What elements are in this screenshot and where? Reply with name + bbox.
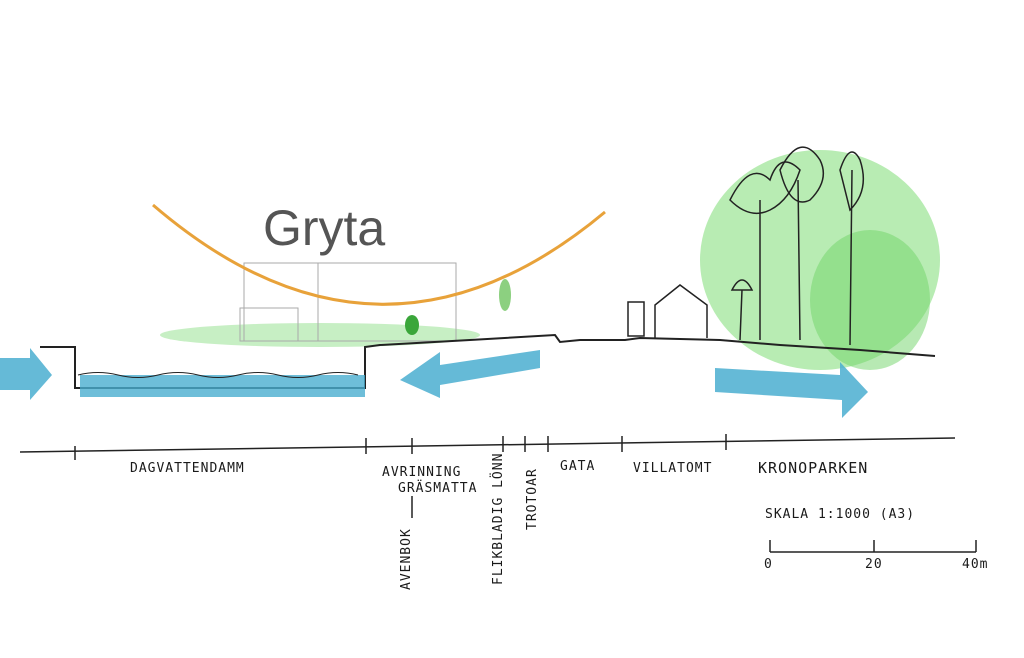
scale-tick-0: 0 (764, 557, 773, 572)
label-avrinning: AVRINNING (382, 465, 461, 480)
scale-tick-20: 20 (865, 557, 883, 572)
water-flow-arrows (0, 348, 868, 418)
scale-bar (769, 540, 977, 553)
zone-line (19, 434, 956, 518)
building-outline (239, 262, 457, 342)
title: Gryta (263, 200, 385, 256)
label-gata: GATA (560, 459, 595, 474)
label-avenbok: AVENBOK (399, 528, 414, 590)
scale-label: SKALA 1:1000 (A3) (765, 507, 915, 522)
label-villatomt: VILLATOMT (633, 461, 712, 476)
label-dagvattendamm: DAGVATTENDAMM (130, 461, 245, 476)
gryta-curve (152, 203, 606, 306)
park-trees (700, 146, 940, 370)
label-trotoar: TROTOAR (525, 468, 540, 530)
scale-tick-40: 40m (962, 557, 988, 572)
lawn-green (160, 323, 480, 347)
label-grasmatta: GRÄSMATTA (398, 480, 477, 496)
small-trees (405, 279, 511, 335)
label-kronoparken: KRONOPARKEN (758, 459, 868, 477)
label-flikbladig-lonn: FLIKBLADIG LÖNN (489, 453, 506, 585)
pond (77, 372, 365, 397)
house (627, 284, 708, 338)
